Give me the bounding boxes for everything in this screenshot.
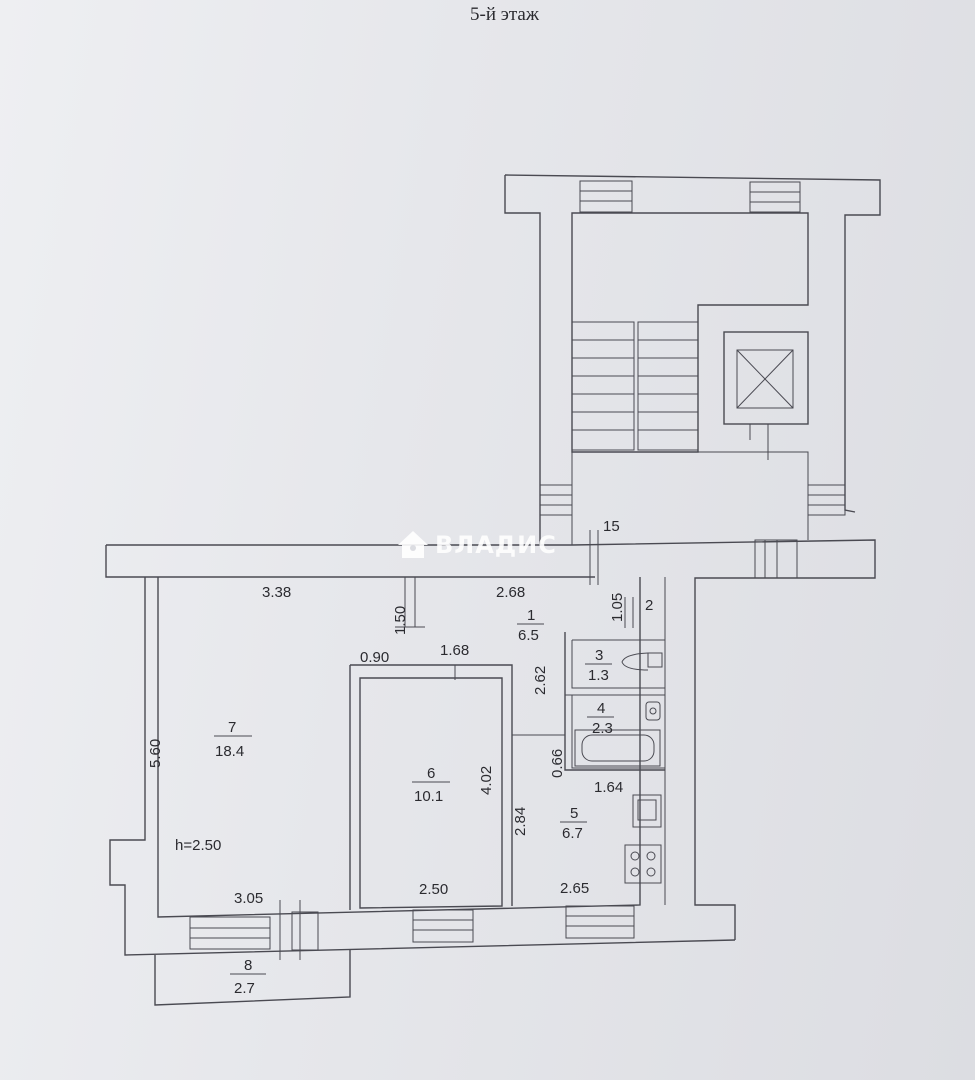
dim-label: 4.02 (478, 766, 495, 795)
room-4-label: 4 2.3 (587, 700, 614, 737)
room-area: 2.3 (592, 720, 613, 737)
kitchen-sink-icon (632, 794, 662, 828)
room-8-label: 8 2.7 (230, 957, 266, 997)
room-area: 10.1 (414, 788, 443, 805)
dim-label: 0.66 (549, 749, 566, 778)
dim-label: 2.68 (496, 584, 525, 601)
toilet-icon (621, 652, 663, 671)
sink-icon (645, 701, 661, 721)
room-number: 5 (570, 805, 578, 822)
stair-flight-right (637, 321, 699, 451)
room-1-label: 1 6.5 (517, 607, 544, 644)
elevator-shaft-icon (723, 331, 809, 460)
interior-partitions (349, 576, 665, 910)
room-area: 1.3 (588, 667, 609, 684)
dim-label: 3.05 (234, 890, 263, 907)
room-number: 4 (597, 700, 605, 717)
room-7-label: 7 18.4 (214, 719, 252, 760)
room-area: 2.7 (234, 980, 255, 997)
dim-label: 2.50 (419, 881, 448, 898)
ceiling-height-label: h=2.50 (175, 837, 221, 854)
watermark: ВЛАДИС (398, 531, 557, 559)
dim-label: 3.38 (262, 584, 291, 601)
room-3-label: 3 1.3 (585, 647, 612, 684)
room-number: 8 (244, 957, 252, 974)
dim-label: 2.62 (532, 666, 549, 695)
dim-label: 0.90 (360, 649, 389, 666)
house-logo-icon (398, 531, 428, 558)
room-number: 2 (645, 597, 653, 614)
dim-label: 1.68 (440, 642, 469, 659)
stairwell-label: 15 (603, 518, 620, 535)
dim-label: 1.64 (594, 779, 623, 796)
floor-title: 5-й этаж (470, 4, 540, 25)
room-number: 3 (595, 647, 603, 664)
bathtub-icon (574, 729, 661, 767)
room-area: 6.7 (562, 825, 583, 842)
dim-label: 2.84 (512, 807, 529, 836)
room-2-label: 2 (645, 597, 653, 614)
stove-icon (624, 844, 662, 884)
room-area: 6.5 (518, 627, 539, 644)
dimension-labels: 3.38 2.68 1.50 1.05 0.90 1.68 2.62 5.60 … (147, 584, 626, 907)
apartment-walls (105, 530, 876, 1006)
dim-label: 5.60 (147, 739, 164, 768)
room-number: 7 (228, 719, 236, 736)
room-labels: 1 6.5 2 3 1.3 4 2.3 5 6.7 6 10.1 7 (214, 597, 653, 997)
dim-label: 2.65 (560, 880, 589, 897)
stairwell: 15 (504, 174, 881, 545)
room-5-label: 5 6.7 (560, 805, 587, 842)
dim-label: 1.50 (392, 606, 409, 635)
watermark-text: ВЛАДИС (435, 531, 557, 559)
room-area: 18.4 (215, 743, 244, 760)
room-number: 6 (427, 765, 435, 782)
stair-flight-left (571, 321, 635, 451)
room-6-label: 6 10.1 (412, 765, 450, 805)
room-number: 1 (527, 607, 535, 624)
dim-label: 1.05 (609, 593, 626, 622)
